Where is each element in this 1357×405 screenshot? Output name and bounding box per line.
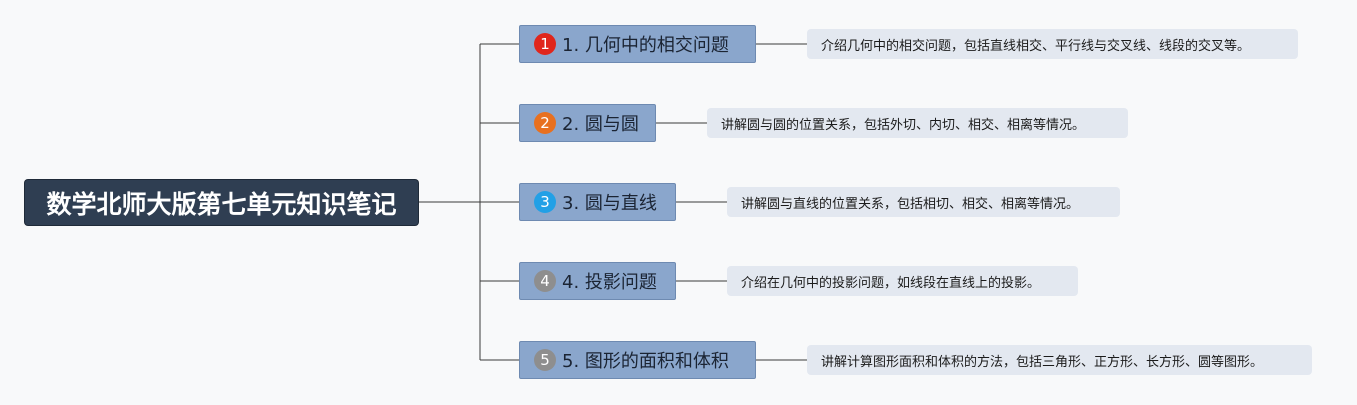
note-text: 讲解圆与圆的位置关系，包括外切、内切、相交、相离等情况。 [721, 117, 1086, 133]
priority-1-icon: 1 [534, 33, 556, 55]
topic-label: 5. 图形的面积和体积 [562, 351, 729, 372]
topic-1[interactable]: 1 1. 几何中的相交问题 [519, 25, 756, 63]
topic-4[interactable]: 4 4. 投影问题 [519, 262, 676, 300]
note-text: 讲解圆与直线的位置关系，包括相切、相交、相离等情况。 [741, 196, 1080, 212]
priority-2-icon: 2 [534, 112, 556, 134]
priority-3-icon: 3 [534, 191, 556, 213]
topic-label: 4. 投影问题 [562, 272, 657, 293]
topic-label: 3. 圆与直线 [562, 193, 657, 214]
note-text: 讲解计算图形面积和体积的方法，包括三角形、正方形、长方形、圆等图形。 [821, 354, 1264, 370]
note-text: 介绍在几何中的投影问题，如线段在直线上的投影。 [741, 275, 1041, 291]
priority-4-icon: 4 [534, 270, 556, 292]
root-topic[interactable]: 数学北师大版第七单元知识笔记 [25, 180, 418, 225]
note-3[interactable]: 讲解圆与直线的位置关系，包括相切、相交、相离等情况。 [727, 187, 1120, 217]
root-title: 数学北师大版第七单元知识笔记 [46, 189, 397, 219]
topic-5[interactable]: 5 5. 图形的面积和体积 [519, 341, 756, 379]
priority-5-icon: 5 [534, 349, 556, 371]
topic-label: 1. 几何中的相交问题 [562, 35, 729, 56]
note-5[interactable]: 讲解计算图形面积和体积的方法，包括三角形、正方形、长方形、圆等图形。 [807, 345, 1312, 375]
note-2[interactable]: 讲解圆与圆的位置关系，包括外切、内切、相交、相离等情况。 [707, 108, 1128, 138]
topic-label: 2. 圆与圆 [562, 114, 639, 135]
topic-2[interactable]: 2 2. 圆与圆 [519, 104, 656, 142]
note-text: 介绍几何中的相交问题，包括直线相交、平行线与交叉线、线段的交叉等。 [821, 38, 1251, 54]
topic-3[interactable]: 3 3. 圆与直线 [519, 183, 676, 221]
note-1[interactable]: 介绍几何中的相交问题，包括直线相交、平行线与交叉线、线段的交叉等。 [807, 29, 1298, 59]
note-4[interactable]: 介绍在几何中的投影问题，如线段在直线上的投影。 [727, 266, 1078, 296]
